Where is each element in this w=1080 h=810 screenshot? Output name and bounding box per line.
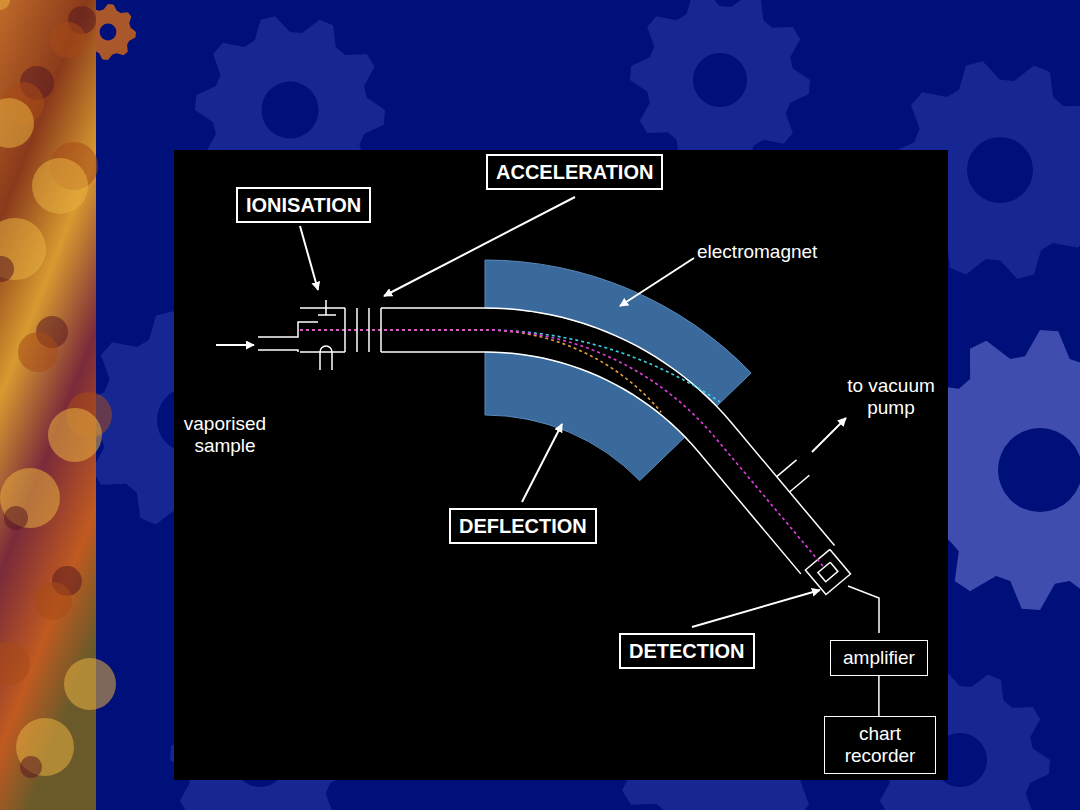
box-text: amplifier bbox=[843, 647, 915, 669]
leader-arrow bbox=[216, 344, 254, 346]
stage-label-box: DETECTION bbox=[619, 633, 755, 669]
strip-blot bbox=[20, 756, 42, 778]
accelerating-plates bbox=[345, 308, 381, 352]
stage-label-box: IONISATION bbox=[236, 187, 371, 223]
strip-blot bbox=[34, 582, 72, 620]
gear-shape bbox=[630, 0, 810, 169]
ion-beam bbox=[300, 330, 661, 412]
strip-blot bbox=[32, 158, 88, 214]
flight-tube bbox=[381, 308, 850, 595]
strip-blot bbox=[0, 642, 30, 686]
vacuum-outlet bbox=[790, 475, 810, 492]
leader-arrow bbox=[692, 590, 820, 627]
leader-arrow bbox=[812, 418, 846, 452]
leader-arrow bbox=[300, 226, 318, 290]
strip-blot bbox=[0, 256, 14, 282]
ion-beam bbox=[300, 330, 720, 402]
signal-line bbox=[878, 676, 880, 716]
leader-arrow bbox=[620, 258, 694, 306]
part-label: vaporised sample bbox=[175, 413, 275, 457]
diagram-panel bbox=[174, 150, 948, 780]
box-text: ACCELERATION bbox=[496, 161, 653, 183]
strip-blot bbox=[0, 98, 34, 148]
ion-source bbox=[258, 300, 381, 370]
ion-beams bbox=[300, 330, 824, 567]
tube-wall bbox=[381, 352, 801, 574]
part-label: electromagnet bbox=[697, 241, 817, 263]
box-text: DETECTION bbox=[629, 640, 745, 662]
strip-blot bbox=[0, 0, 10, 10]
leader-arrows bbox=[216, 197, 846, 627]
ion-beam bbox=[300, 330, 824, 567]
component-box: chart recorder bbox=[824, 716, 936, 774]
strip-blot bbox=[18, 332, 58, 372]
strip-blot bbox=[64, 658, 116, 710]
leader-arrow bbox=[522, 424, 562, 502]
detector-plate bbox=[818, 562, 838, 581]
strip-blot bbox=[50, 22, 86, 58]
gear-pattern bbox=[80, 0, 1080, 810]
box-text: chart recorder bbox=[837, 723, 923, 767]
electromagnet bbox=[485, 260, 751, 481]
vacuum-outlet bbox=[777, 460, 797, 477]
leader-arrow bbox=[384, 197, 575, 296]
strip-blot bbox=[48, 408, 102, 462]
stage-label-box: ACCELERATION bbox=[486, 154, 663, 190]
box-text: DEFLECTION bbox=[459, 515, 587, 537]
component-box: amplifier bbox=[830, 640, 928, 676]
signal-wire bbox=[848, 586, 879, 633]
tube-wall bbox=[381, 308, 835, 546]
box-text: IONISATION bbox=[246, 194, 361, 216]
stage-label-box: DEFLECTION bbox=[449, 508, 597, 544]
sample-inlet bbox=[258, 322, 318, 352]
part-label: to vacuum pump bbox=[839, 375, 943, 419]
ion-detector bbox=[805, 549, 850, 594]
chamber-wall bbox=[300, 308, 345, 352]
strip-blot bbox=[4, 506, 28, 530]
strip-texture bbox=[0, 0, 116, 778]
filament bbox=[320, 346, 332, 370]
